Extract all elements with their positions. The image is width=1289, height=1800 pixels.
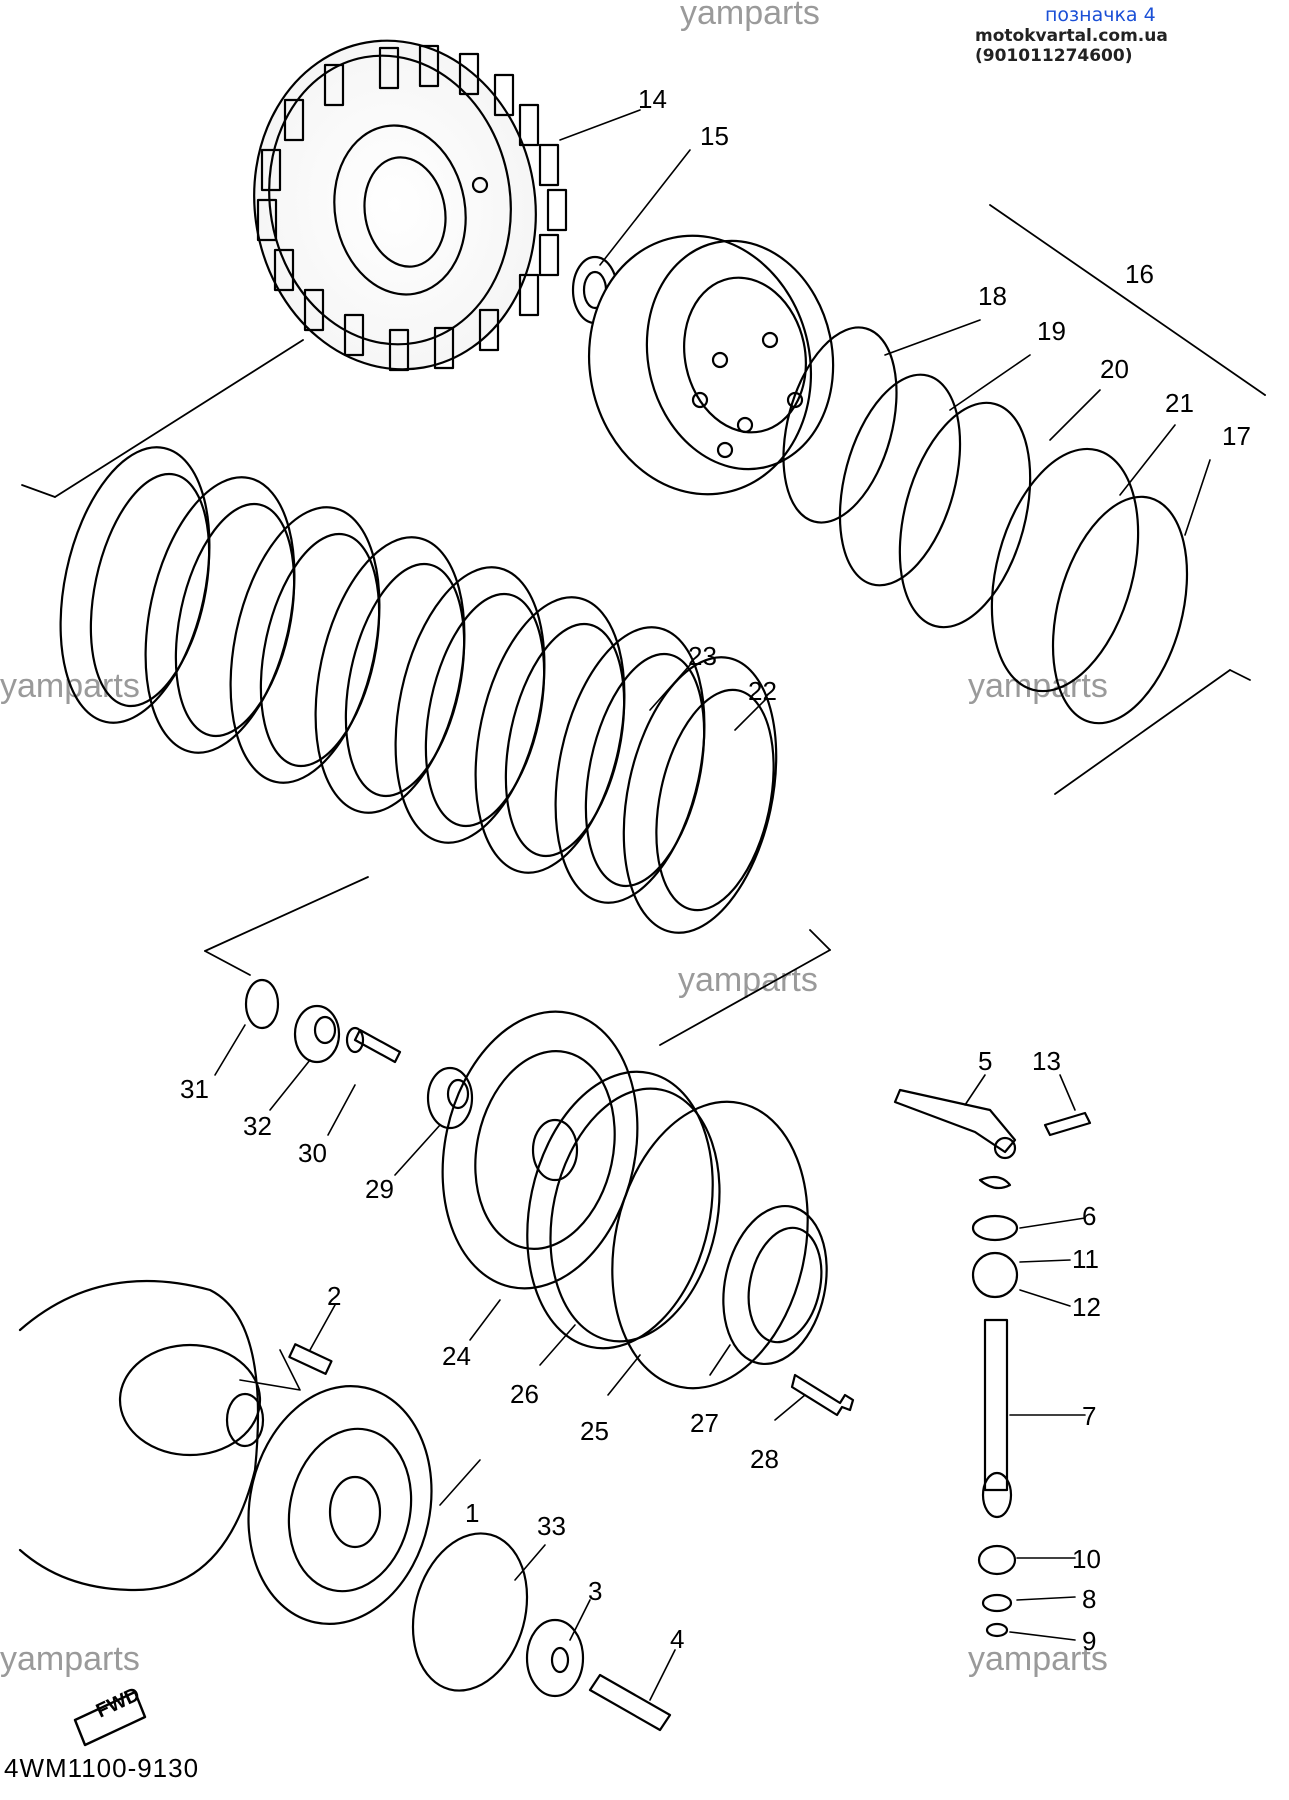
callout-11: 11: [1072, 1244, 1099, 1274]
callout-4: 4: [670, 1624, 684, 1654]
callout-23: 23: [688, 641, 717, 671]
callout-31: 31: [180, 1074, 209, 1104]
callout-6: 6: [1082, 1201, 1096, 1231]
callout-7: 7: [1082, 1401, 1096, 1431]
callout-17: 17: [1222, 421, 1251, 451]
callout-19: 19: [1037, 316, 1066, 346]
callout-33: 33: [537, 1511, 566, 1541]
callout-20: 20: [1100, 354, 1129, 384]
callout-labels: 1 2 3 4 5 6 7 8 9 10 11 12 13 14 15 16 1…: [93, 84, 1251, 1723]
callout-30: 30: [298, 1138, 327, 1168]
callout-25: 25: [580, 1416, 609, 1446]
callout-27: 27: [690, 1408, 719, 1438]
callout-21: 21: [1165, 388, 1194, 418]
crankcase-and-primary-gear: [18, 1280, 672, 1747]
callout-22: 22: [748, 676, 777, 706]
callout-18: 18: [978, 281, 1007, 311]
reference-label[interactable]: позначка 4: [1045, 4, 1156, 26]
callout-29: 29: [365, 1174, 394, 1204]
diagram-code: 4WM1100-9130: [4, 1753, 200, 1783]
friction-set-18-21: [782, 326, 1189, 725]
callout-2: 2: [327, 1281, 341, 1311]
watermark-right: yamparts: [968, 667, 1108, 705]
callout-13: 13: [1032, 1046, 1061, 1076]
callout-8: 8: [1082, 1584, 1096, 1614]
watermark-center: yamparts: [678, 961, 818, 999]
bracket-pressure-group: [204, 876, 831, 1046]
pressure-plate-group: [441, 1010, 855, 1417]
clutch-boss: [587, 234, 835, 496]
callout-12: 12: [1072, 1292, 1101, 1322]
fwd-arrow-label: FWD: [93, 1683, 144, 1722]
callout-24: 24: [442, 1341, 471, 1371]
callout-16: 16: [1125, 259, 1154, 289]
watermark-bottom-right: yamparts: [968, 1640, 1108, 1678]
callout-5: 5: [978, 1046, 992, 1076]
callout-3: 3: [588, 1576, 602, 1606]
clutch-housing: [253, 39, 568, 372]
callout-10: 10: [1072, 1544, 1101, 1574]
callout-26: 26: [510, 1379, 539, 1409]
callout-32: 32: [243, 1111, 272, 1141]
watermark-bottom-left: yamparts: [0, 1640, 140, 1678]
callout-9: 9: [1082, 1626, 1096, 1656]
callout-28: 28: [750, 1444, 779, 1474]
source-caption: motokvartal.com.ua (901011274600): [975, 26, 1168, 66]
callout-1: 1: [465, 1498, 479, 1528]
watermark-top: yamparts: [680, 0, 820, 32]
plate-stack: [59, 446, 778, 934]
callout-15: 15: [700, 121, 729, 151]
callout-14: 14: [638, 84, 667, 114]
bracket-plate-stack: [21, 204, 1266, 795]
small-hardware: [244, 978, 474, 1130]
push-lever-shaft: [893, 1088, 1092, 1638]
leader-lines: [214, 109, 1211, 1701]
